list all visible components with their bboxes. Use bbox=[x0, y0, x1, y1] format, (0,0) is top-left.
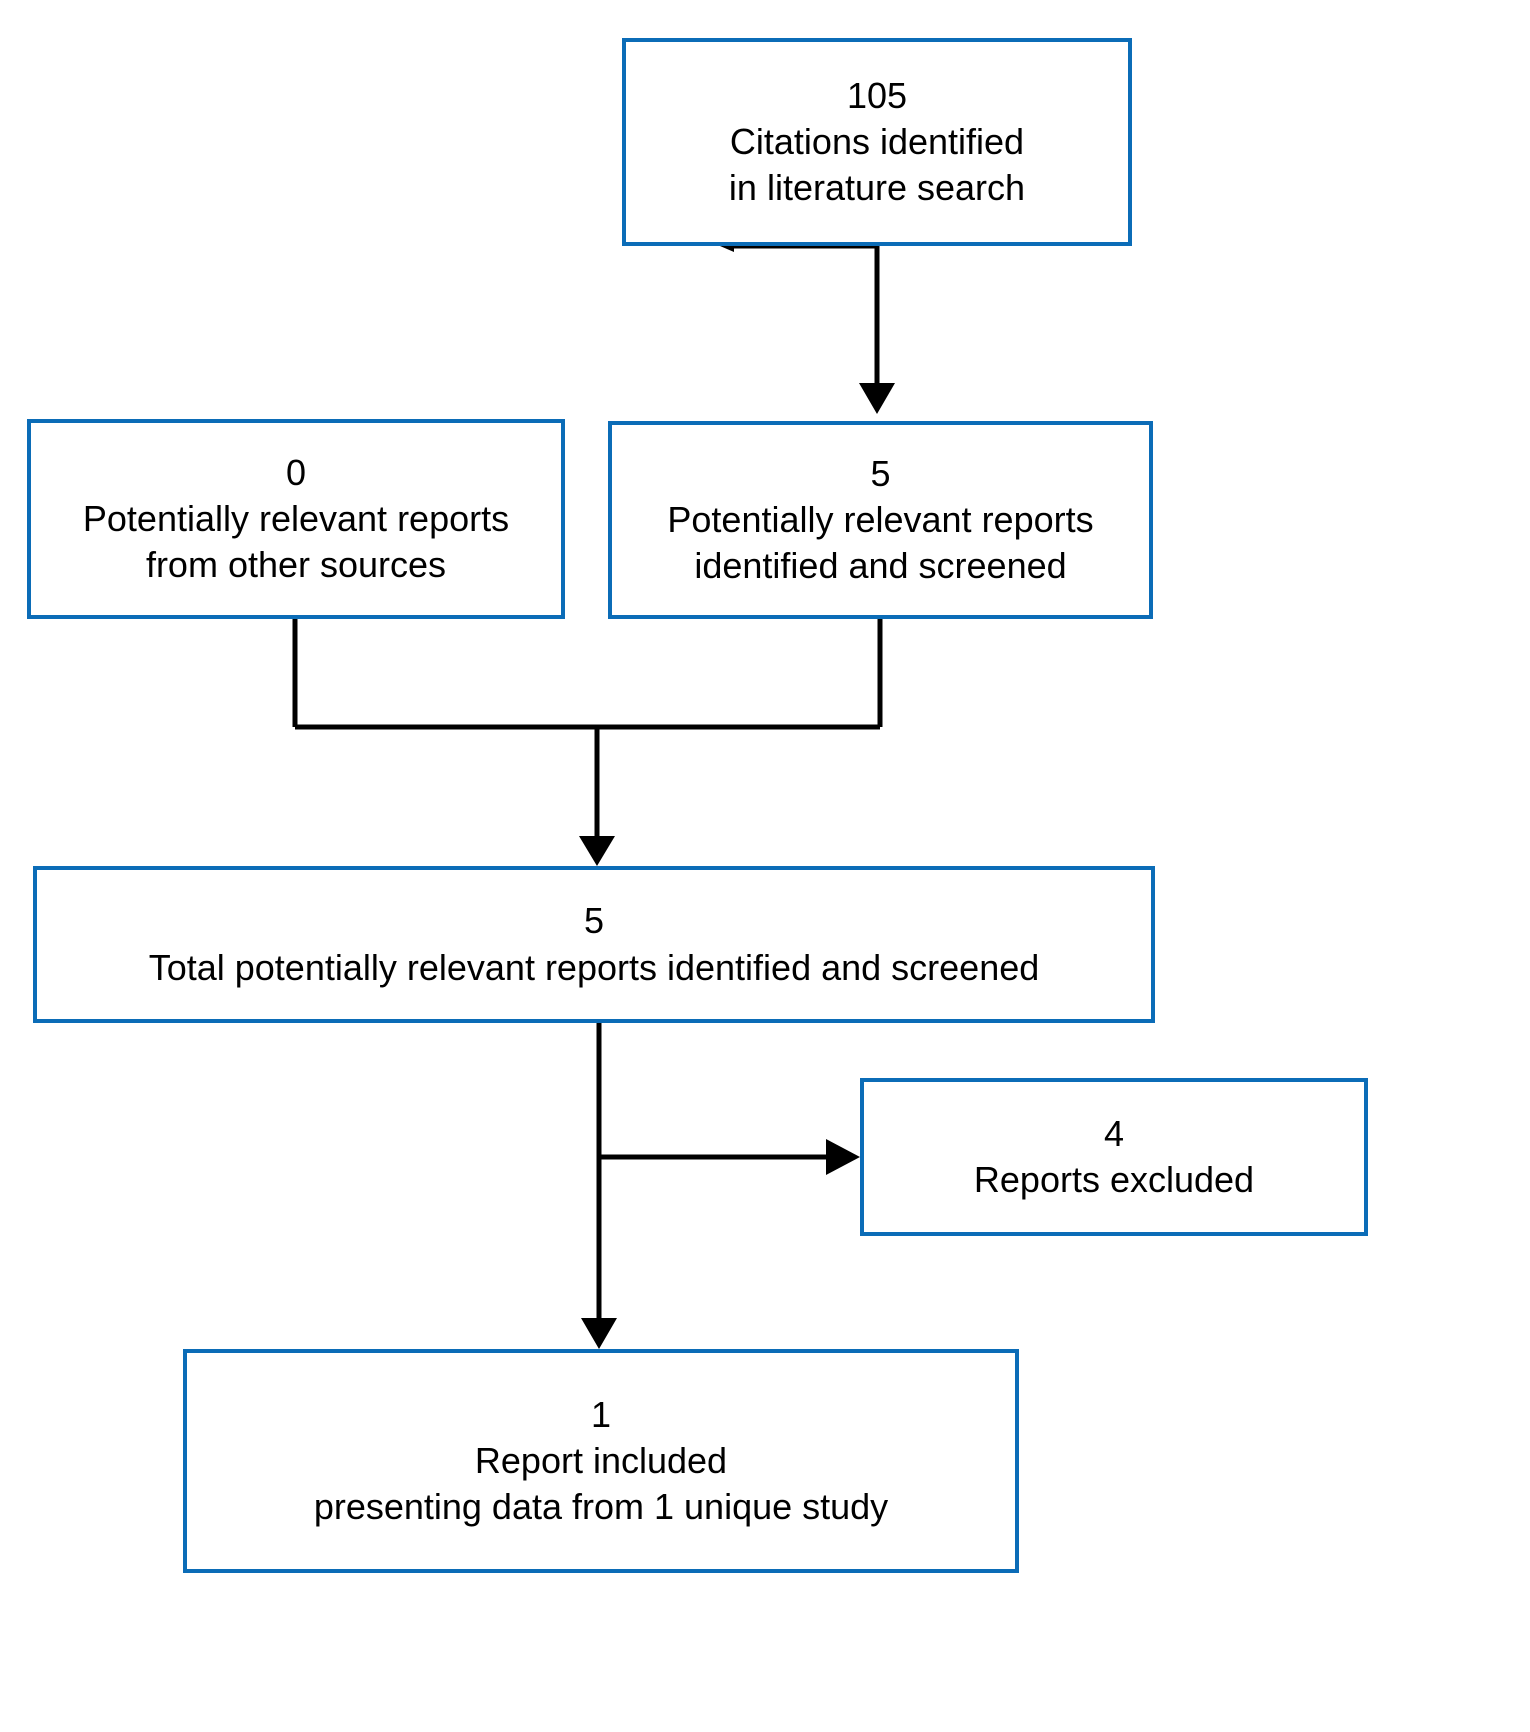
citations-identified-box: 105 Citations identified in literature s… bbox=[622, 38, 1132, 246]
excluded-label-line1: Reports excluded bbox=[973, 1159, 1255, 1200]
excluded-count: 4 bbox=[1103, 1112, 1125, 1154]
screened-count: 5 bbox=[870, 452, 891, 494]
edge-merge-to-total bbox=[579, 727, 615, 866]
arrowhead-citations bbox=[859, 383, 895, 414]
other-sources-label-line2: from other sources bbox=[145, 544, 447, 586]
report-included-box: 1 Report included presenting data from 1… bbox=[183, 1349, 1019, 1573]
citations-label-line2: in literature search bbox=[728, 167, 1026, 209]
citations-count: 105 bbox=[846, 74, 908, 116]
other-sources-box: 0 Potentially relevant reports from othe… bbox=[27, 419, 565, 619]
total-count: 5 bbox=[583, 900, 605, 942]
total-screened-box: 5 Total potentially relevant reports ide… bbox=[33, 866, 1155, 1023]
identified-and-screened-box: 5 Potentially relevant reports identifie… bbox=[608, 421, 1153, 619]
total-label-line1: Total potentially relevant reports ident… bbox=[148, 946, 1040, 988]
other-sources-label-line1: Potentially relevant reports bbox=[82, 497, 510, 539]
citations-label-line1: Citations identified bbox=[729, 120, 1025, 162]
included-label-line2: presenting data from 1 unique study bbox=[313, 1486, 889, 1528]
included-label-line1: Report included bbox=[474, 1439, 728, 1481]
other-sources-count: 0 bbox=[285, 451, 307, 493]
edge-total-to-included bbox=[581, 1023, 617, 1349]
edge-total-to-excluded bbox=[599, 1139, 860, 1175]
screened-label-line2: identified and screened bbox=[694, 545, 1067, 587]
reports-excluded-box: 4 Reports excluded bbox=[860, 1078, 1368, 1236]
screened-label-line1: Potentially relevant reports bbox=[667, 498, 1094, 540]
included-count: 1 bbox=[590, 1393, 612, 1435]
